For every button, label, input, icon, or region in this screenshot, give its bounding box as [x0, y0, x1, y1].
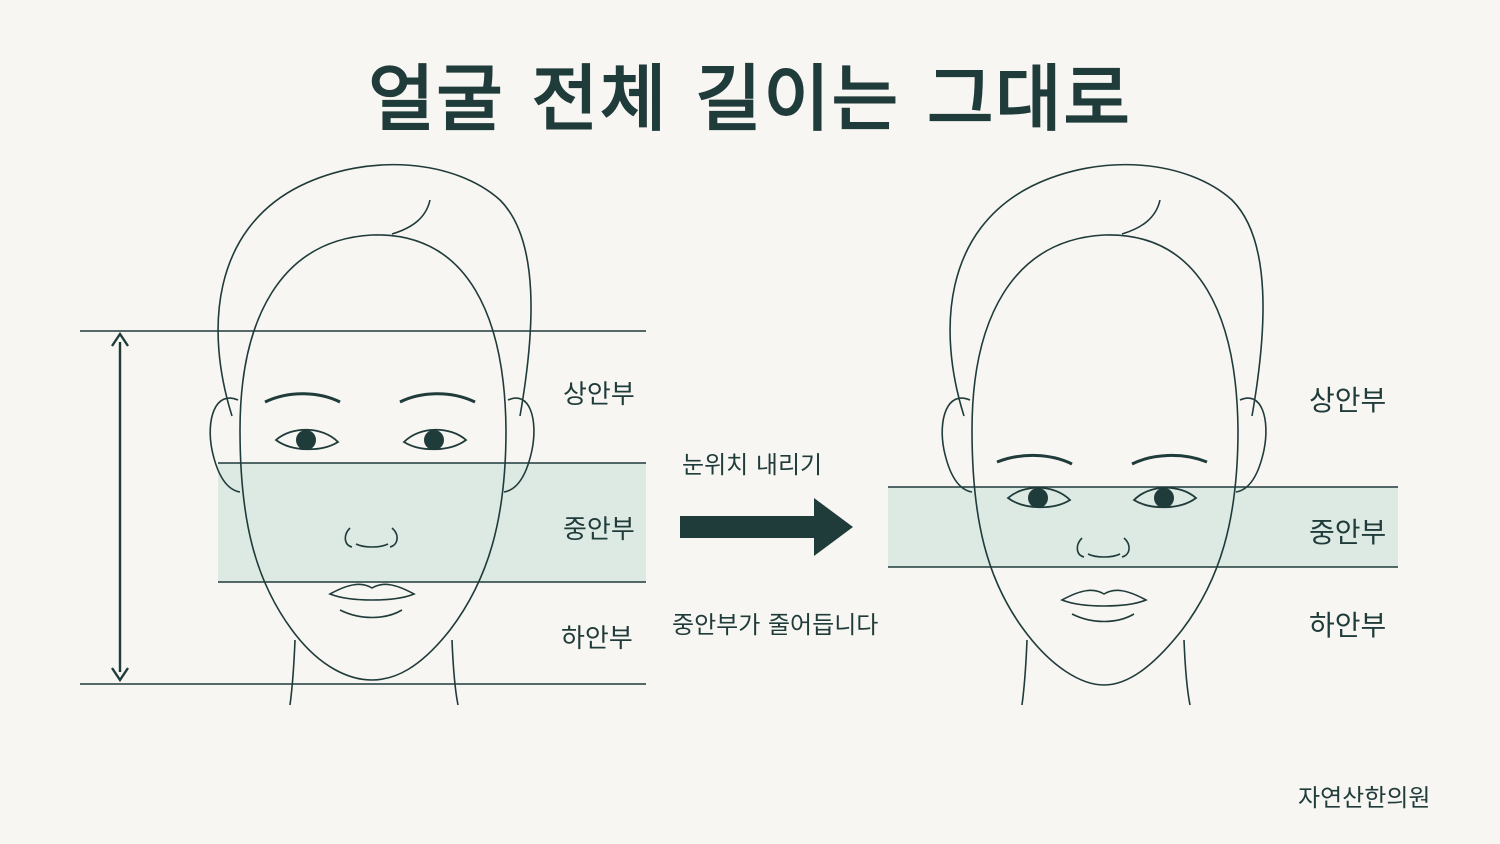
face-length-arrow-bottom-head [111, 667, 129, 683]
after-upper-zone-label: 상안부 [1309, 384, 1387, 417]
after-lower-zone-label: 하안부 [1309, 609, 1387, 642]
arrow-bottom-caption: 중안부가 줄어듭니다 [672, 611, 879, 639]
after-nose [1076, 537, 1130, 558]
page-title: 얼굴 전체 길이는 그대로 [368, 57, 1132, 141]
before-right-ear [503, 397, 535, 493]
before-left-eyebrow [264, 392, 341, 404]
after-right-eye [1132, 486, 1198, 509]
after-face-outline [971, 234, 1239, 686]
before-middle-zone-band [218, 463, 646, 582]
after-right-pupil [1154, 488, 1174, 508]
after-right-ear [1235, 397, 1267, 493]
before-neck [289, 639, 459, 706]
after-left-eye [1006, 486, 1072, 509]
arrow-top-caption: 눈위치 내리기 [682, 451, 823, 479]
after-left-ear [941, 397, 973, 493]
before-right-pupil [424, 430, 444, 450]
before-right-eyebrow [399, 392, 476, 404]
before-middle-zone-label: 중안부 [563, 515, 635, 545]
after-middle-zone-band [888, 487, 1398, 567]
before-left-ear [209, 397, 241, 493]
after-middle-zone-label: 중안부 [1309, 516, 1387, 549]
before-lower-zone-label: 하안부 [561, 624, 633, 654]
before-left-pupil [296, 430, 316, 450]
transform-arrow-icon [680, 498, 853, 556]
before-hair-outline [217, 163, 532, 417]
brand-name: 자연산한의원 [1298, 784, 1431, 812]
before-face-outline [239, 234, 507, 681]
after-left-eyebrow [996, 453, 1073, 466]
after-neck [1021, 639, 1191, 706]
before-upper-zone-label: 상안부 [563, 380, 635, 410]
after-right-eyebrow [1131, 453, 1208, 466]
after-hair-outline [949, 163, 1264, 417]
before-nose [344, 527, 398, 548]
before-face [80, 163, 646, 706]
after-lips [1060, 589, 1148, 623]
before-right-eye [402, 428, 468, 451]
after-hair-part [1121, 199, 1161, 235]
face-length-arrow-top-head [111, 331, 129, 347]
before-left-eye [274, 428, 340, 451]
after-left-pupil [1028, 488, 1048, 508]
before-lips [328, 583, 416, 619]
after-face [888, 163, 1398, 706]
before-hair-part [391, 199, 431, 235]
